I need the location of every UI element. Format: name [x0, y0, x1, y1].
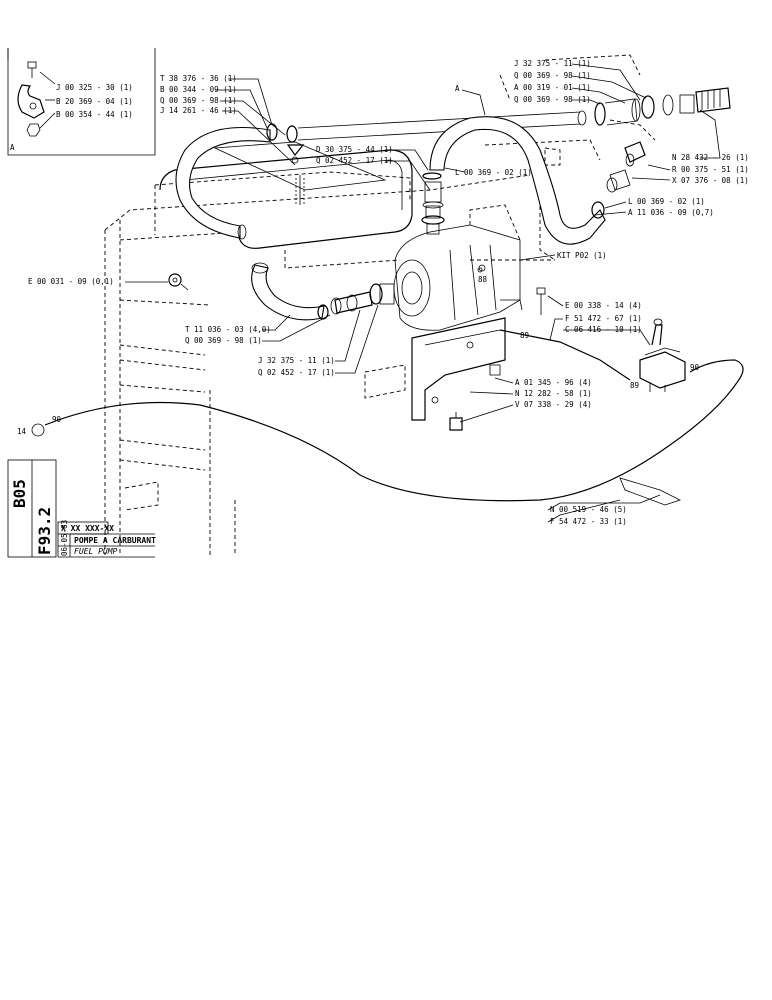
part-A00319: A 00 319 - 01 (1) — [514, 83, 591, 92]
title-block: B05 F93.2 X XX XXX-XX 06-05-83 POMPE A C… — [7, 459, 156, 558]
part-Q02452-low: Q 02 452 - 17 (1) — [258, 368, 335, 377]
part-N00519: N 00 519 - 46 (5) — [550, 505, 627, 514]
part-J32-low: J 32 375 - 11 (1) — [258, 356, 335, 365]
kit-label: KIT P02 (1) — [557, 251, 607, 260]
wire-tag-90b: 90 — [690, 363, 700, 372]
part-N12: N 12 282 - 58 (1) — [515, 389, 592, 398]
part-L00369-low: L 00 369 - 02 (1) — [628, 197, 705, 206]
wire-tag-90a: 90 — [52, 415, 62, 424]
part-V07: V 07 338 - 29 (4) — [515, 400, 592, 409]
callout-a-label: A — [455, 84, 460, 93]
part-labels: A T 38 376 - 36 (1) B 00 344 - 09 (1) Q … — [17, 59, 749, 526]
part-T38: T 38 376 - 36 (1) — [160, 74, 237, 83]
wiring-cables — [31, 267, 744, 506]
part-L00369-mid: L 00 369 - 02 (1) — [455, 168, 532, 177]
inset-part-2: B 20 369 - 04 (1) — [56, 97, 133, 106]
inset-detail-a: A J 00 325 - 30 (1) B 20 369 - 04 (1) B … — [7, 48, 156, 156]
leader-lines — [125, 63, 721, 523]
section-code: B05 — [10, 479, 29, 508]
wire-tag-14: 14 — [17, 427, 27, 436]
part-Q00369-r2: Q 00 369 - 98 (1) — [514, 95, 591, 104]
hoses — [175, 110, 606, 321]
inset-part-3: B 00 354 - 44 (1) — [56, 110, 133, 119]
part-A11: A 11 036 - 09 (0,7) — [628, 208, 714, 217]
part-Q00369-ll: Q 00 369 - 98 (1) — [185, 336, 262, 345]
wire-tag-88: 88 — [478, 275, 488, 284]
part-F51: F 51 472 - 67 (1) — [565, 314, 642, 323]
title-english: FUEL PUMP — [74, 547, 118, 556]
wire-tag-89b: 89 — [630, 381, 639, 390]
center-fittings — [421, 172, 445, 235]
page-code: F93.2 — [35, 507, 54, 555]
part-T11: T 11 036 - 03 (4,0) — [185, 325, 271, 334]
part-J14: J 14 261 - 46 (1) — [160, 106, 237, 115]
mounting-bracket — [364, 317, 506, 431]
part-D30: D 30 375 - 44 (1) — [316, 145, 393, 154]
inset-label: A — [10, 143, 15, 152]
serial-box: X XX XXX-XX — [61, 524, 114, 533]
toggle-switch — [639, 318, 686, 392]
date-stamp: 06-05-83 — [60, 520, 69, 556]
fuel-tank — [159, 141, 413, 249]
part-B00344: B 00 344 - 09 (1) — [160, 85, 237, 94]
part-E00031: E 00 031 - 09 (0,1) — [28, 277, 114, 286]
part-X07: X 07 376 - 08 (1) — [672, 176, 749, 185]
part-Q00369-left: Q 00 369 - 98 (1) — [160, 96, 237, 105]
title-french: POMPE A CARBURANT — [74, 536, 156, 545]
fuel-pump — [330, 204, 546, 331]
wire-tag-89a: 89 — [520, 331, 529, 340]
part-Q02452-top: Q 02 452 - 17 (1) — [316, 156, 393, 165]
inset-part-1: J 00 325 - 30 (1) — [56, 83, 133, 92]
part-J32-top: J 32 375 - 11 (1) — [514, 59, 591, 68]
part-R00375: R 00 375 - 51 (1) — [672, 165, 749, 174]
part-C06: C 06 416 - 10 (1) — [565, 325, 642, 334]
part-N28: N 28 432 - 26 (1) — [672, 153, 749, 162]
part-A01345: A 01 345 - 96 (4) — [515, 378, 592, 387]
part-F54: F 54 472 - 33 (1) — [550, 517, 627, 526]
filter-fittings — [591, 87, 731, 219]
part-E00338: E 00 338 - 14 (4) — [565, 301, 642, 310]
ground-stud — [168, 273, 189, 291]
machine-frame — [104, 54, 656, 555]
part-Q00369-r1: Q 00 369 - 98 (1) — [514, 71, 591, 80]
